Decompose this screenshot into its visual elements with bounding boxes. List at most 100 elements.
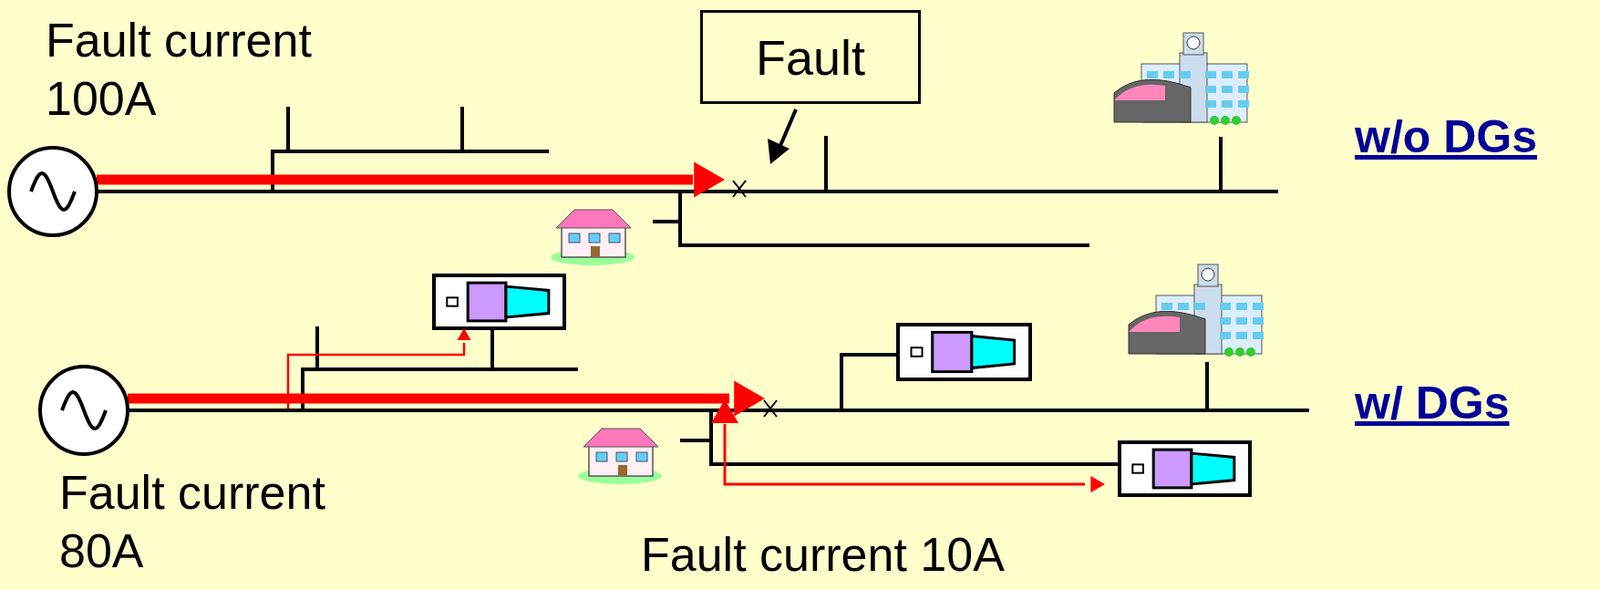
building-window [1205, 100, 1217, 108]
house-window [636, 452, 648, 462]
dg-nozzle [1191, 453, 1235, 485]
callout-box: Fault [700, 10, 921, 104]
branch-line [680, 191, 1090, 246]
tree [1209, 115, 1219, 125]
building-window [1236, 331, 1248, 340]
building-window [1219, 317, 1231, 325]
building-window [1238, 100, 1250, 108]
tree [1224, 347, 1234, 357]
fault-mark [732, 180, 746, 197]
building-window [1177, 302, 1189, 310]
generator-symbol [40, 366, 128, 455]
leader-head [767, 138, 790, 165]
arrow-head [693, 162, 725, 198]
house-wall [588, 444, 653, 476]
dg-frame [433, 275, 565, 329]
building-icon [1128, 264, 1264, 357]
dg-tap [841, 354, 899, 411]
case-title: w/o DGs [1354, 107, 1538, 166]
hall-roof [1128, 310, 1206, 354]
dg-current-path [724, 423, 1085, 485]
building-window [1236, 317, 1248, 325]
house-icon [578, 428, 662, 485]
service-line [680, 438, 712, 443]
arrow-head [711, 399, 739, 424]
building-window [1194, 302, 1206, 310]
arrow-head [733, 381, 765, 417]
building-window [1252, 317, 1264, 325]
building-window [1221, 100, 1233, 108]
building-window [1221, 85, 1233, 93]
generator-circle [40, 366, 128, 455]
dg-panel [1132, 464, 1144, 473]
house-window [568, 233, 580, 243]
building-icon [1114, 32, 1250, 125]
building-window [1179, 71, 1191, 79]
dg-engine [1153, 449, 1192, 488]
arrow-head [457, 328, 472, 341]
house-window [609, 233, 620, 243]
load-tap [315, 326, 320, 370]
fault-mark [763, 400, 777, 417]
dg-nozzle [971, 335, 1015, 368]
house-window [616, 452, 628, 462]
house-window [588, 233, 600, 243]
house-roof [556, 209, 631, 228]
building-window [1205, 71, 1217, 79]
dg-panel [911, 347, 923, 357]
load-tap [286, 106, 290, 152]
dg-nozzle [505, 286, 549, 318]
service-line [1218, 136, 1223, 192]
case-title: w/ DGs [1354, 373, 1509, 433]
dg-engine [932, 331, 972, 372]
house-icon [550, 209, 635, 266]
tree [1235, 347, 1245, 357]
current-label: Fault current 80A [59, 463, 406, 580]
building-window [1238, 85, 1250, 93]
dg-current-path [288, 342, 465, 409]
house-door [590, 246, 600, 258]
building-window [1252, 331, 1264, 340]
leader-line [779, 109, 796, 148]
dg-unit [433, 275, 565, 329]
branch-line [302, 369, 579, 411]
current-label: Fault current 10A [640, 525, 1005, 584]
current-label: Fault current 100A [45, 10, 374, 128]
dg-tap [490, 328, 495, 370]
load-tap [460, 106, 465, 152]
building-window [1146, 71, 1158, 79]
dg-frame [898, 324, 1031, 380]
house-wall [561, 226, 626, 258]
building-window [1236, 302, 1248, 310]
load-tap [824, 135, 828, 192]
fault-mark [732, 180, 746, 197]
generator-symbol [9, 147, 97, 236]
building-window [1205, 85, 1217, 93]
clock-tower [1197, 264, 1219, 287]
building-window [1252, 302, 1264, 310]
building-window [1219, 331, 1231, 340]
fault-current-arrow [127, 393, 730, 404]
dg-engine [467, 282, 506, 321]
house-door [618, 464, 628, 476]
tree [1231, 115, 1241, 125]
generator-circle [9, 147, 97, 236]
building-window [1163, 71, 1175, 79]
callout-text: Fault [702, 28, 919, 87]
clock-tower [1183, 32, 1204, 55]
service-line [652, 219, 681, 224]
fault-current-arrow [96, 175, 693, 186]
dg-panel [446, 297, 458, 306]
clock [1187, 36, 1200, 50]
dg-unit [898, 324, 1031, 380]
dg-frame [1119, 442, 1250, 496]
branch-line [711, 410, 1120, 465]
building-window [1219, 302, 1231, 310]
dg-unit [1119, 442, 1250, 496]
hall-dome [1128, 316, 1180, 332]
branch-line [272, 151, 549, 192]
sine-wave [61, 392, 106, 429]
sine-wave [30, 173, 75, 210]
service-line [1205, 361, 1209, 411]
building-window [1221, 71, 1233, 79]
